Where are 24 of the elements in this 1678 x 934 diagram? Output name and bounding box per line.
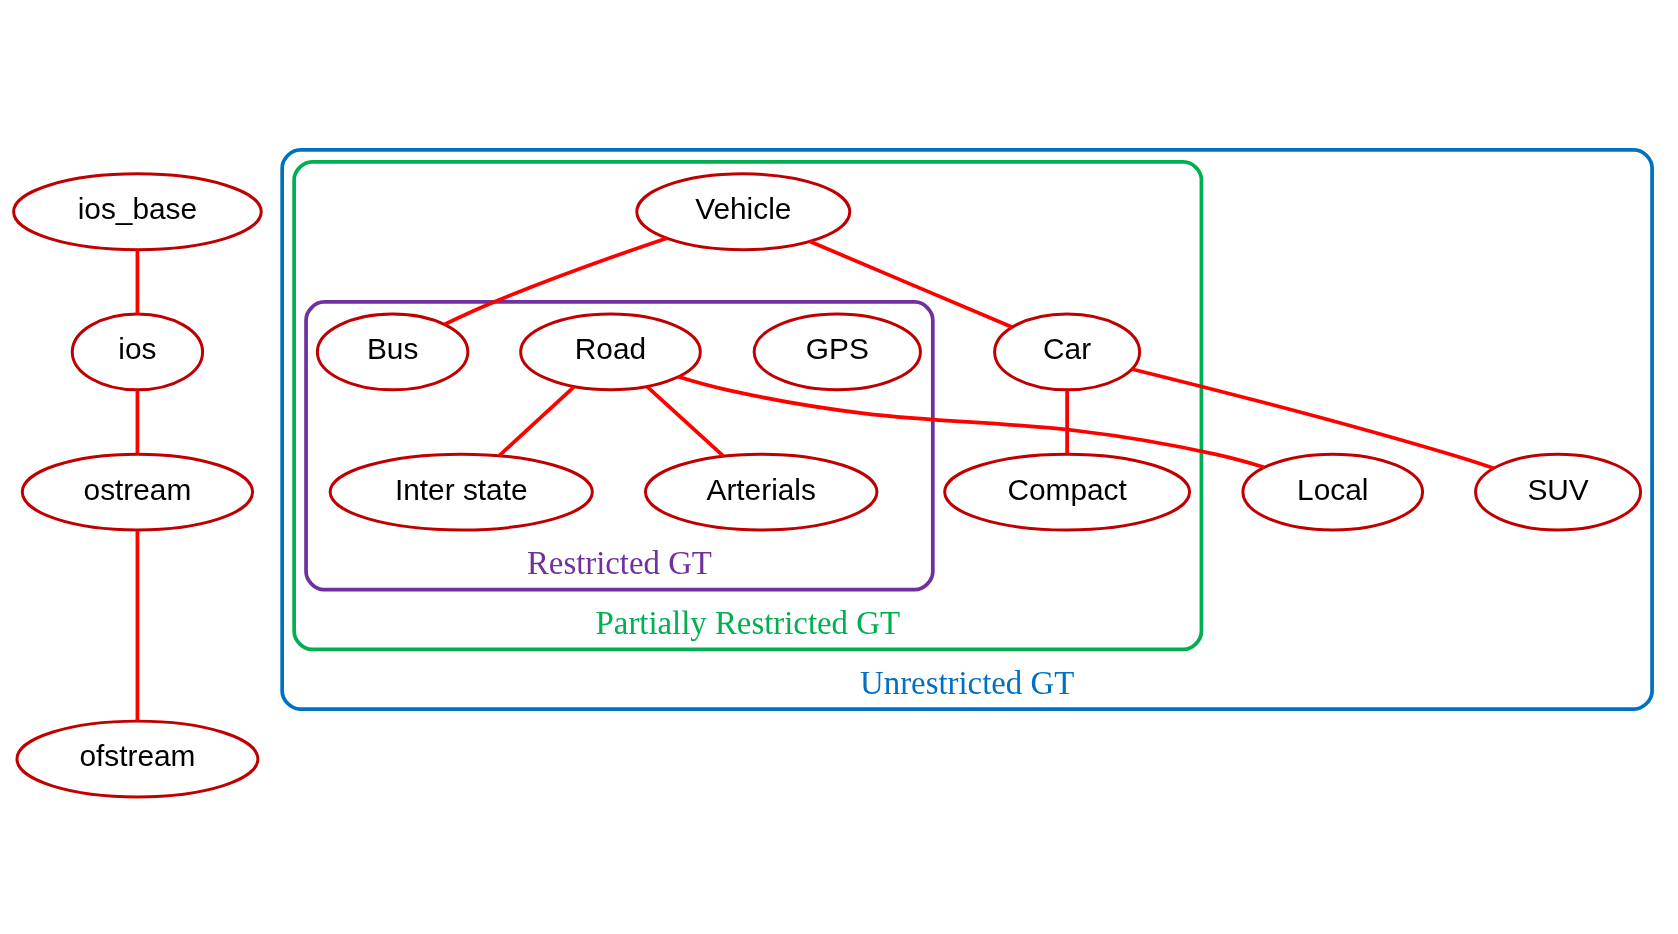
connector — [135, 389, 140, 454]
node-ellipse: Vehicle — [635, 171, 852, 251]
node-ellipse: Car — [993, 312, 1142, 391]
connector — [135, 529, 140, 721]
node-ellipse: Road — [519, 312, 702, 391]
node-ellipse: ios_base — [12, 171, 263, 251]
node-ellipse: SUV — [1474, 452, 1643, 531]
node-ellipse: Compact — [943, 452, 1192, 531]
connector — [677, 374, 1265, 469]
node-ellipse: ios — [70, 312, 205, 391]
connector — [1065, 389, 1069, 454]
node-ellipse: ofstream — [15, 719, 260, 798]
connector — [498, 385, 576, 457]
connector — [646, 385, 725, 457]
connector — [135, 249, 140, 314]
node-ellipse: GPS — [752, 312, 922, 391]
node-ellipse: ostream — [20, 452, 255, 531]
node-ellipse: Bus — [315, 312, 470, 391]
connector — [1131, 366, 1495, 470]
node-ellipse: Inter state — [328, 452, 594, 531]
connector — [809, 239, 1013, 329]
node-ellipse: Local — [1241, 452, 1425, 531]
node-ellipse: Arterials — [643, 452, 879, 531]
connector — [444, 235, 668, 326]
